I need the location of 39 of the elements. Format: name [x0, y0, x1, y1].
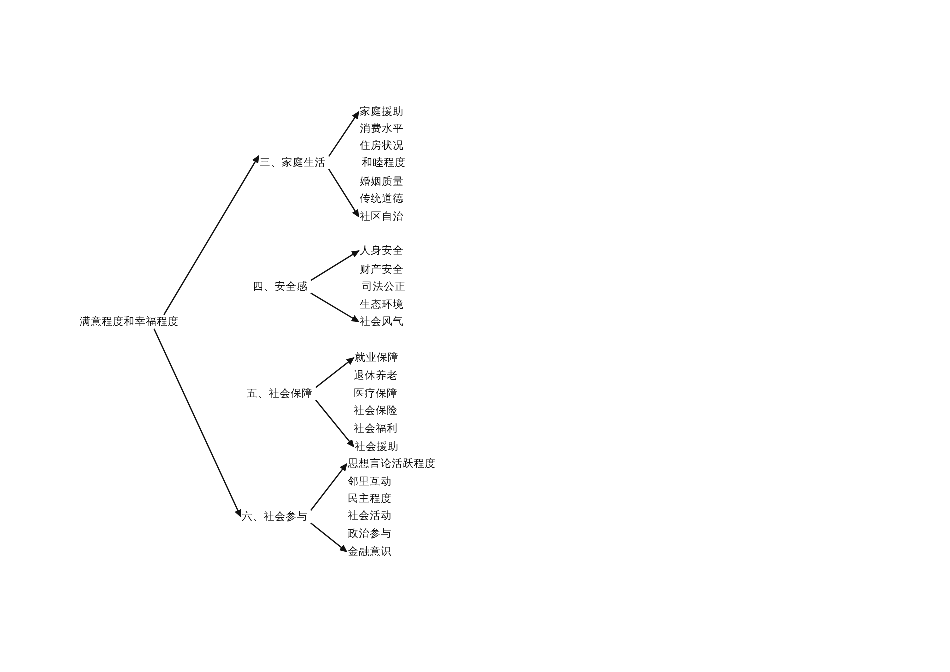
- arrow: [316, 400, 355, 448]
- category-label: 五、社会保障: [247, 387, 313, 401]
- item-label: 婚姻质量: [360, 175, 404, 189]
- category-label: 六、社会参与: [242, 510, 308, 524]
- item-label: 思想言论活跃程度: [348, 457, 436, 471]
- item-label: 财产安全: [360, 263, 404, 277]
- item-label: 退休养老: [354, 369, 398, 383]
- item-label: 生态环境: [360, 298, 404, 312]
- arrow: [310, 522, 348, 553]
- item-label: 社会风气: [360, 315, 404, 329]
- category-label: 四、安全感: [253, 280, 308, 294]
- root-label: 满意程度和幸福程度: [80, 315, 179, 329]
- arrow: [154, 328, 242, 518]
- item-label: 司法公正: [362, 280, 406, 294]
- arrow: [316, 357, 355, 388]
- item-label: 社会福利: [354, 422, 398, 436]
- item-label: 人身安全: [360, 244, 404, 258]
- item-label: 社会援助: [355, 440, 399, 454]
- item-label: 住房状况: [360, 139, 404, 153]
- item-label: 金融意识: [348, 545, 392, 559]
- item-label: 邻里互动: [348, 475, 392, 489]
- item-label: 医疗保障: [354, 387, 398, 401]
- item-label: 传统道德: [360, 192, 404, 206]
- arrow: [328, 111, 360, 158]
- arrow: [310, 463, 348, 512]
- arrow: [310, 292, 360, 323]
- item-label: 就业保障: [355, 351, 399, 365]
- item-label: 社会保险: [354, 404, 398, 418]
- item-label: 社会活动: [348, 509, 392, 523]
- category-label: 三、家庭生活: [260, 156, 326, 170]
- arrow: [328, 168, 360, 218]
- item-label: 家庭援助: [360, 105, 404, 119]
- arrow: [310, 250, 360, 282]
- item-label: 社区自治: [360, 210, 404, 224]
- item-label: 政治参与: [348, 527, 392, 541]
- item-label: 和睦程度: [362, 156, 406, 170]
- item-label: 消费水平: [360, 122, 404, 136]
- item-label: 民主程度: [348, 492, 392, 506]
- arrow: [164, 155, 260, 316]
